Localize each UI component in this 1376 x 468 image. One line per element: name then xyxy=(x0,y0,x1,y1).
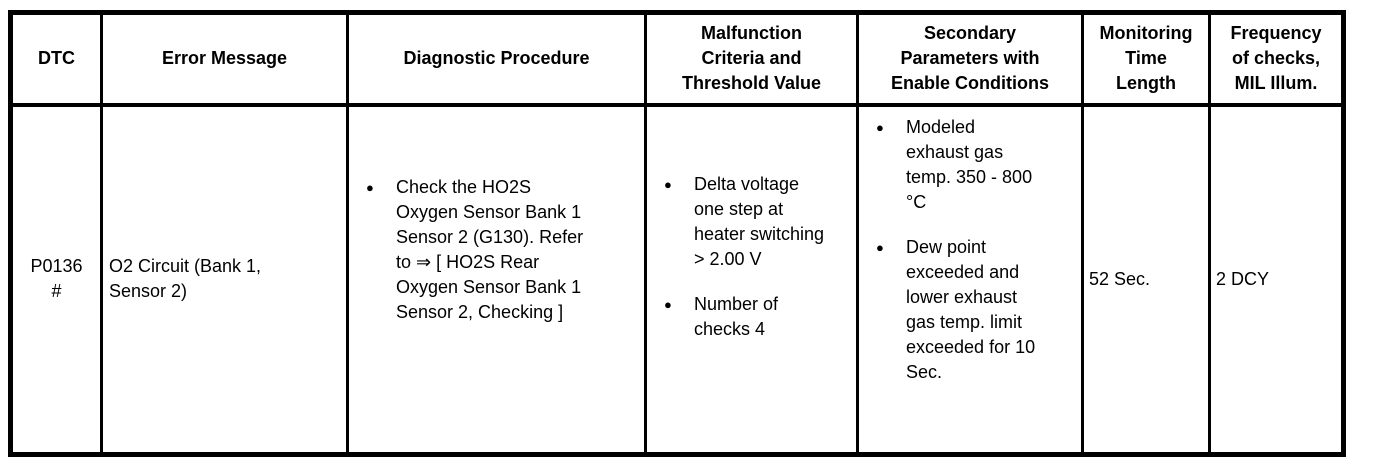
bullet-icon: ● xyxy=(664,297,672,313)
malfunction-criteria-text: Number of checks 4 xyxy=(694,294,779,340)
table-row: P0136 # O2 Circuit (Bank 1, Sensor 2) ● … xyxy=(9,103,1345,456)
list-item: ● Check the HO2S Oxygen Sensor Bank 1 Se… xyxy=(366,175,643,325)
bullet-icon: ● xyxy=(876,119,884,135)
column-header-error-message: Error Message xyxy=(100,11,349,107)
secondary-parameter-text: Dew point exceeded and lower exhaust gas… xyxy=(906,236,1036,382)
list-item: ● Modeled exhaust gas temp. 350 - 800 °C xyxy=(876,115,1080,215)
cell-diagnostic-procedure: ● Check the HO2S Oxygen Sensor Bank 1 Se… xyxy=(346,103,647,456)
header-row: DTC Error Message Diagnostic Procedure M… xyxy=(9,11,1345,107)
bullet-icon: ● xyxy=(876,239,884,255)
column-header-secondary-parameters: Secondary Parameters with Enable Conditi… xyxy=(856,11,1084,107)
cell-frequency: 2 DCY xyxy=(1208,103,1345,456)
diagnostic-step-text: Check the HO2S Oxygen Sensor Bank 1 Sens… xyxy=(396,176,584,322)
diagnostic-procedure-list: ● Check the HO2S Oxygen Sensor Bank 1 Se… xyxy=(351,175,643,325)
cell-dtc-code: P0136 # xyxy=(9,103,103,456)
secondary-parameter-text: Modeled exhaust gas temp. 350 - 800 °C xyxy=(906,116,1033,212)
error-message-text: O2 Circuit (Bank 1, Sensor 2) xyxy=(109,256,262,302)
malfunction-criteria-list: ● Delta voltage one step at heater switc… xyxy=(649,172,855,342)
document-page: DTC Error Message Diagnostic Procedure M… xyxy=(0,10,1376,468)
column-header-frequency: Frequency of checks, MIL Illum. xyxy=(1208,11,1345,107)
secondary-parameters-list: ● Modeled exhaust gas temp. 350 - 800 °C… xyxy=(861,115,1080,385)
bullet-icon: ● xyxy=(664,177,672,193)
malfunction-criteria-text: Delta voltage one step at heater switchi… xyxy=(694,174,825,270)
bullet-icon: ● xyxy=(366,179,374,195)
list-item: ● Delta voltage one step at heater switc… xyxy=(664,172,855,272)
column-header-diagnostic-procedure: Diagnostic Procedure xyxy=(346,11,647,107)
column-header-dtc: DTC xyxy=(9,11,103,107)
column-header-malfunction-criteria: Malfunction Criteria and Threshold Value xyxy=(644,11,859,107)
list-item: ● Number of checks 4 xyxy=(664,292,855,342)
cell-malfunction-criteria: ● Delta voltage one step at heater switc… xyxy=(644,103,859,456)
cell-error-message: O2 Circuit (Bank 1, Sensor 2) xyxy=(100,103,349,456)
cell-monitoring-time: 52 Sec. xyxy=(1081,103,1211,456)
dtc-table: DTC Error Message Diagnostic Procedure M… xyxy=(8,10,1346,457)
list-item: ● Dew point exceeded and lower exhaust g… xyxy=(876,235,1080,385)
cell-secondary-parameters: ● Modeled exhaust gas temp. 350 - 800 °C… xyxy=(856,103,1084,456)
column-header-monitoring-time: Monitoring Time Length xyxy=(1081,11,1211,107)
